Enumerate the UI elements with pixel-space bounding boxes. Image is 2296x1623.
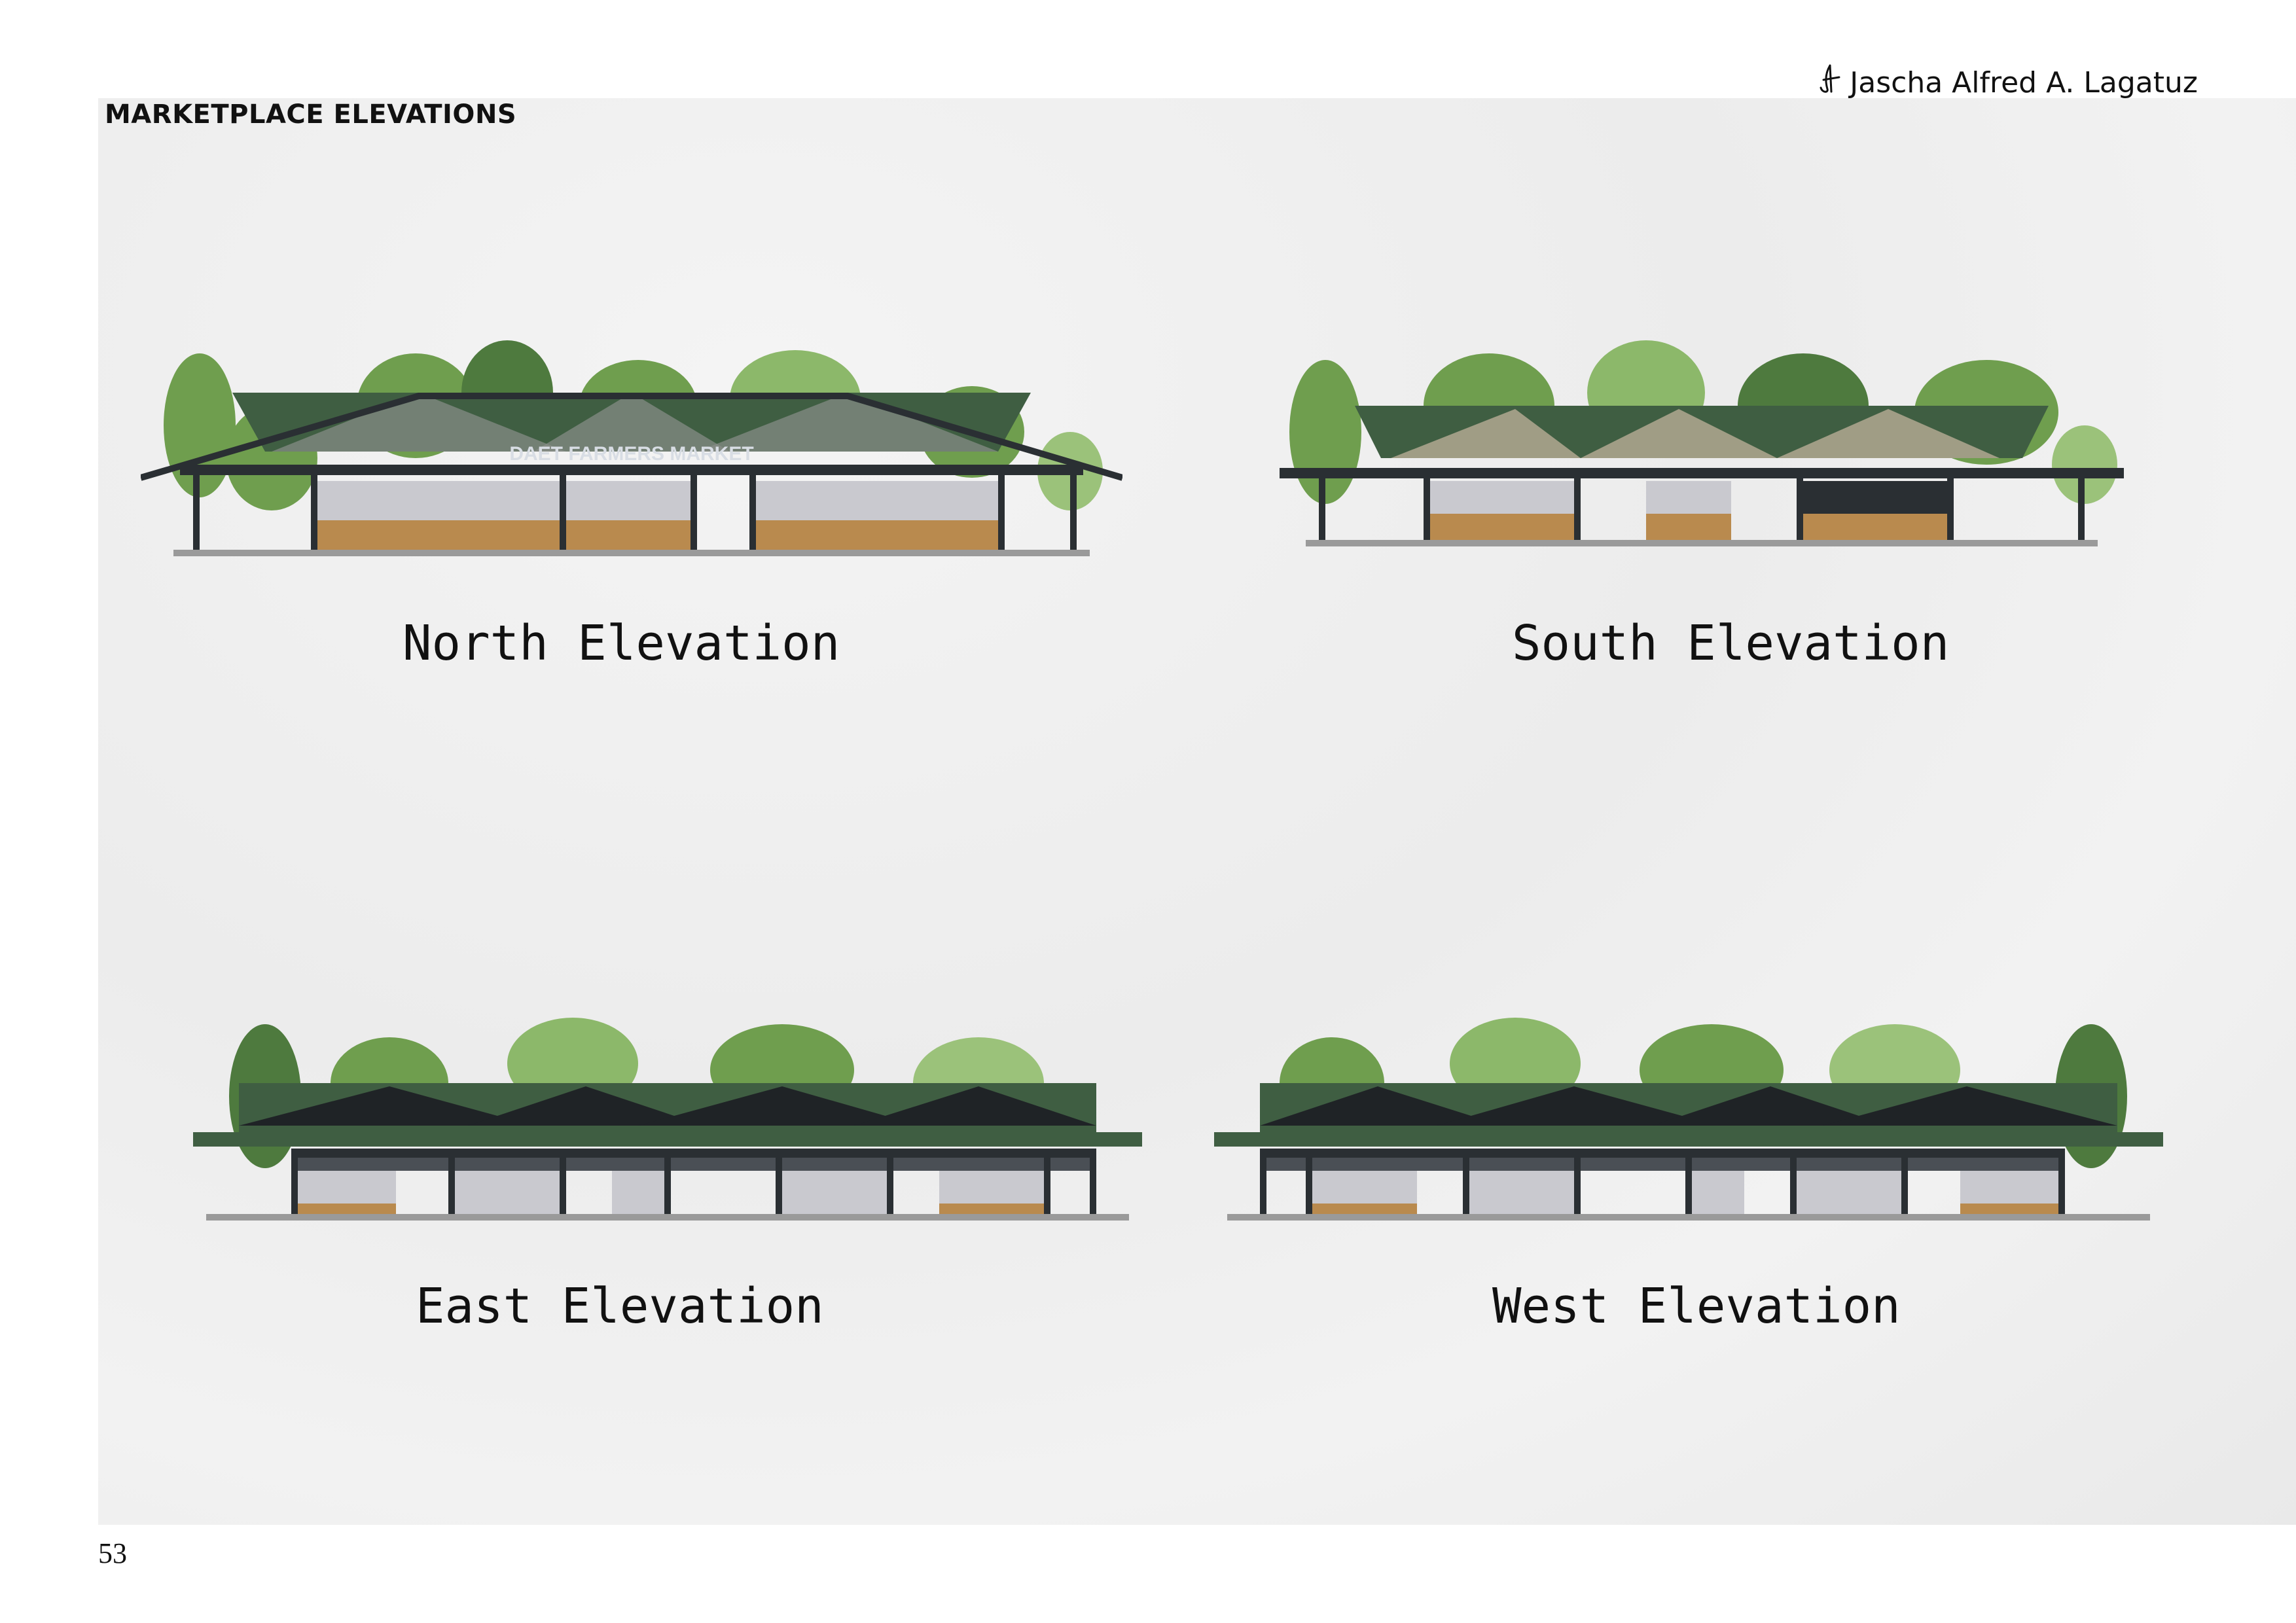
author-credit: Jascha Alfred A. Lagatuz [1816, 63, 2198, 103]
south-elevation-caption: South Elevation [1512, 615, 1950, 671]
south-elevation-drawing [1280, 334, 2124, 550]
north-elevation-caption: North Elevation [403, 615, 840, 671]
north-elevation-drawing: DAET FARMERS MARKET [141, 334, 1122, 556]
author-name: Jascha Alfred A. Lagatuz [1850, 66, 2198, 99]
signature-logo-icon [1816, 63, 1843, 103]
west-elevation-drawing [1214, 1011, 2163, 1221]
east-elevation-drawing [193, 1011, 1142, 1221]
page-number: 53 [98, 1537, 127, 1569]
market-sign: DAET FARMERS MARKET [509, 443, 753, 465]
east-elevation-caption: East Elevation [416, 1278, 824, 1334]
page-title: MARKETPLACE ELEVATIONS [105, 99, 517, 130]
west-elevation-caption: West Elevation [1492, 1278, 1901, 1334]
page-background [98, 98, 2296, 1525]
